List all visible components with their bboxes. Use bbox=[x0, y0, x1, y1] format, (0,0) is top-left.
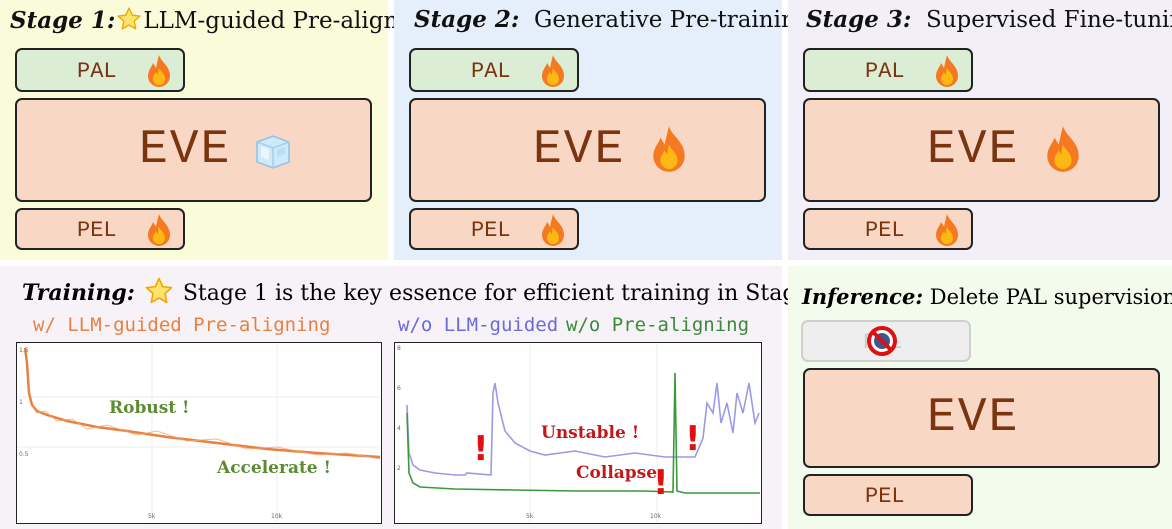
ytick-label: 6 bbox=[397, 385, 401, 392]
series-line-pre-aligning bbox=[23, 347, 380, 459]
ytick-label: 2 bbox=[397, 465, 401, 472]
xtick-label: 10k bbox=[271, 513, 283, 520]
pel-label: PEL bbox=[865, 218, 905, 243]
pal-module: PAL bbox=[15, 48, 185, 92]
stage-2-label: Stage 2: bbox=[414, 6, 520, 33]
pel-module: PEL bbox=[15, 208, 185, 250]
xtick-label: 10k bbox=[650, 513, 662, 520]
xtick-label: 5k bbox=[526, 513, 534, 520]
ytick-label: 0.5 bbox=[19, 451, 29, 458]
flame-icon bbox=[542, 214, 564, 246]
eve-module: EVE bbox=[803, 368, 1160, 468]
eve-label: EVE bbox=[927, 391, 1020, 445]
stage-1-panel: Stage 1:LLM-guided Pre-aligning PAL EVE … bbox=[0, 0, 435, 260]
ytick-label: 1 bbox=[19, 399, 23, 406]
annotation-collapse: Collapse bbox=[576, 463, 658, 483]
chart-2-svg bbox=[406, 343, 760, 522]
pel-label: PEL bbox=[865, 484, 905, 509]
eve-module: EVE bbox=[803, 98, 1160, 202]
eve-module: EVE bbox=[409, 98, 766, 202]
chart-1-svg bbox=[17, 343, 380, 522]
flame-icon bbox=[936, 214, 958, 246]
flame-icon bbox=[653, 126, 685, 172]
pel-label: PEL bbox=[471, 218, 511, 243]
flame-icon bbox=[148, 214, 170, 246]
eve-label: EVE bbox=[139, 123, 232, 177]
inference-label: Inference: bbox=[802, 284, 924, 309]
ytick-label: 1.5 bbox=[19, 347, 29, 354]
series-label-pre-aligning: w/ LLM-guided Pre-aligning bbox=[33, 314, 331, 336]
pal-module: PAL bbox=[409, 48, 579, 92]
annotation-accelerate: Accelerate ! bbox=[217, 458, 332, 478]
eve-label: EVE bbox=[533, 123, 626, 177]
exclamation-marker: ! bbox=[653, 463, 669, 503]
inference-text: Delete PAL supervision bbox=[929, 285, 1172, 309]
flame-icon bbox=[542, 55, 564, 87]
training-label: Training: bbox=[22, 280, 135, 306]
exclamation-marker: ! bbox=[685, 419, 701, 459]
training-panel: Training: Stage 1 is the key essence for… bbox=[0, 266, 846, 529]
eve-module: EVE bbox=[15, 98, 372, 202]
series-label-wo-prealign: w/o Pre-aligning bbox=[566, 314, 750, 336]
series-label-wo-llm: w/o LLM-guided bbox=[398, 314, 559, 336]
stage-3-panel: Stage 3: Supervised Fine-tuning PAL EVE … bbox=[788, 0, 1172, 260]
pal-label: PAL bbox=[471, 59, 511, 84]
annotation-unstable: Unstable ! bbox=[541, 423, 640, 443]
star-icon bbox=[145, 277, 173, 304]
flame-icon bbox=[1047, 126, 1079, 172]
pel-module: PEL bbox=[803, 208, 973, 250]
stage-2-name: Generative Pre-training bbox=[533, 7, 811, 33]
stage-1-name: LLM-guided Pre-aligning bbox=[143, 8, 436, 34]
pel-module: PEL bbox=[803, 474, 973, 516]
star-icon bbox=[117, 7, 141, 30]
loss-chart-without-prealign: 8 6 4 2 5k 10k Unstable ! Collapse ! ! ! bbox=[394, 342, 762, 524]
stage-2-panel: Stage 2: Generative Pre-training PAL EVE… bbox=[394, 0, 810, 260]
pel-label: PEL bbox=[77, 218, 117, 243]
flame-icon bbox=[148, 55, 170, 87]
annotation-robust: Robust ! bbox=[109, 398, 190, 418]
series-line-wo-prealign bbox=[406, 372, 760, 494]
ice-cube-icon bbox=[256, 135, 290, 169]
ytick-label: 8 bbox=[397, 345, 401, 352]
flame-icon bbox=[936, 55, 958, 87]
stage-3-label: Stage 3: bbox=[806, 6, 912, 33]
stage-1-title: Stage 1: LLM-guided Pre-aligning bbox=[10, 6, 435, 34]
inference-panel: Inference: Delete PAL supervision PAL EV… bbox=[788, 266, 1172, 529]
pal-module: PAL bbox=[803, 48, 973, 92]
pel-module: PEL bbox=[409, 208, 579, 250]
pal-module-disabled: PAL bbox=[801, 320, 971, 362]
prohibited-icon bbox=[867, 326, 897, 356]
ytick-label: 4 bbox=[397, 425, 401, 432]
exclamation-marker: ! bbox=[473, 429, 489, 469]
training-text: Stage 1 is the key essence for efficient… bbox=[182, 281, 847, 306]
stage-1-label: Stage 1: bbox=[10, 7, 116, 34]
stage-2-title: Stage 2: Generative Pre-training bbox=[414, 6, 810, 33]
stage-3-name: Supervised Fine-tuning bbox=[925, 7, 1172, 33]
pal-label: PAL bbox=[865, 59, 905, 84]
xtick-label: 5k bbox=[148, 513, 156, 520]
pal-label: PAL bbox=[77, 59, 117, 84]
inference-heading: Inference: Delete PAL supervision bbox=[802, 284, 1172, 309]
eve-label: EVE bbox=[927, 123, 1020, 177]
series-line-wo-llm bbox=[406, 382, 760, 476]
loss-chart-with-prealign: 1.5 1 0.5 5k 10k Robust ! Accelerate ! bbox=[16, 342, 382, 524]
stage-3-title: Stage 3: Supervised Fine-tuning bbox=[806, 6, 1172, 33]
training-heading: Training: Stage 1 is the key essence for… bbox=[22, 276, 846, 306]
